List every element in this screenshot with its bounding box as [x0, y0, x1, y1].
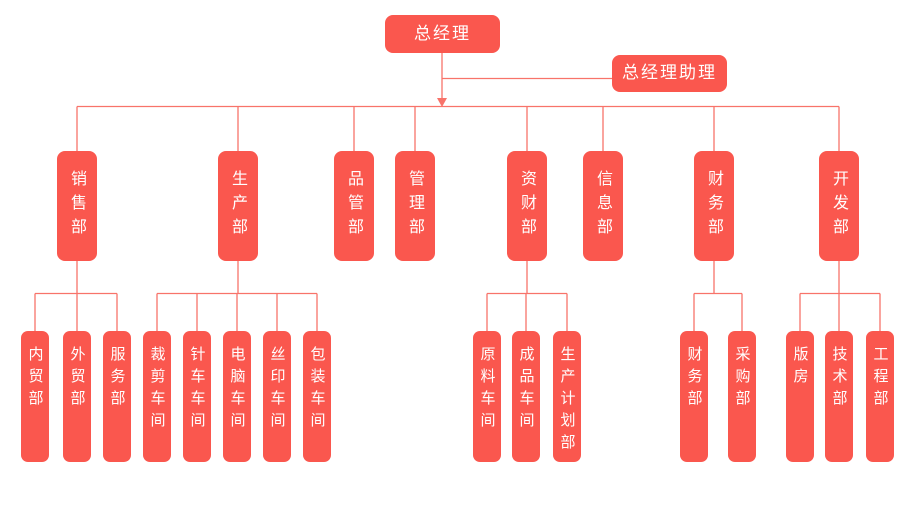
- org-node-admin-dept: 管理部: [395, 151, 435, 261]
- org-node-general-manager: 总经理: [385, 15, 500, 53]
- org-node-engineering-dept: 工程部: [866, 331, 894, 462]
- org-node-purchasing-dept: 采购部: [728, 331, 756, 462]
- org-node-label: 生产计划部: [558, 346, 577, 456]
- org-node-packaging-workshop: 包装车间: [303, 331, 331, 462]
- arrow-down-icon: [437, 98, 447, 107]
- org-node-pattern-room: 版房: [786, 331, 814, 462]
- org-node-production-dept: 生产部: [218, 151, 258, 261]
- org-node-production-planning-dept: 生产计划部: [553, 331, 581, 462]
- org-node-label: 信息部: [594, 170, 613, 242]
- connector-finance-group: [693, 261, 743, 331]
- connector-production-group: [156, 261, 318, 331]
- org-node-finance-sub-dept: 财务部: [680, 331, 708, 462]
- org-node-label: 工程部: [871, 346, 890, 412]
- org-node-label: 内贸部: [26, 346, 45, 412]
- org-node-label: 资财部: [518, 170, 537, 242]
- org-node-technology-dept: 技术部: [825, 331, 853, 462]
- org-node-label: 总经理助理: [622, 63, 717, 83]
- org-node-silkscreen-workshop: 丝印车间: [263, 331, 291, 462]
- org-node-foreign-trade-dept: 外贸部: [63, 331, 91, 462]
- connector-materials-group: [486, 261, 568, 331]
- org-node-label: 技术部: [830, 346, 849, 412]
- org-node-quality-dept: 品管部: [334, 151, 374, 261]
- org-node-label: 销售部: [68, 170, 87, 242]
- org-node-information-dept: 信息部: [583, 151, 623, 261]
- org-node-label: 生产部: [229, 170, 248, 242]
- org-node-label: 总经理: [414, 23, 471, 44]
- org-node-development-dept: 开发部: [819, 151, 859, 261]
- connector-dept-stubs: [76, 106, 840, 151]
- org-node-label: 财务部: [705, 170, 724, 242]
- org-node-gm-assistant: 总经理助理: [612, 55, 727, 92]
- org-node-sewing-workshop: 针车车间: [183, 331, 211, 462]
- org-node-finance-dept: 财务部: [694, 151, 734, 261]
- org-node-label: 管理部: [406, 170, 425, 242]
- org-node-label: 丝印车间: [268, 346, 287, 434]
- connector-sales-group: [34, 261, 118, 331]
- org-node-finished-goods-workshop: 成品车间: [512, 331, 540, 462]
- org-node-label: 包装车间: [308, 346, 327, 434]
- org-node-service-dept: 服务部: [103, 331, 131, 462]
- org-node-label: 原料车间: [478, 346, 497, 434]
- org-node-label: 裁剪车间: [148, 346, 167, 434]
- org-node-label: 服务部: [108, 346, 127, 412]
- org-node-label: 采购部: [733, 346, 752, 412]
- org-node-label: 电脑车间: [228, 346, 247, 434]
- org-node-sales-dept: 销售部: [57, 151, 97, 261]
- org-node-label: 外贸部: [68, 346, 87, 412]
- org-node-computer-workshop: 电脑车间: [223, 331, 251, 462]
- org-node-label: 成品车间: [517, 346, 536, 434]
- org-node-label: 版房: [791, 346, 810, 390]
- org-node-raw-material-workshop: 原料车间: [473, 331, 501, 462]
- connector-development-group: [799, 261, 881, 331]
- org-node-materials-finance-dept: 资财部: [507, 151, 547, 261]
- org-node-label: 品管部: [345, 170, 364, 242]
- org-node-cutting-workshop: 裁剪车间: [143, 331, 171, 462]
- org-node-domestic-trade-dept: 内贸部: [21, 331, 49, 462]
- org-node-label: 财务部: [685, 346, 704, 412]
- org-node-label: 开发部: [830, 170, 849, 242]
- org-node-label: 针车车间: [188, 346, 207, 434]
